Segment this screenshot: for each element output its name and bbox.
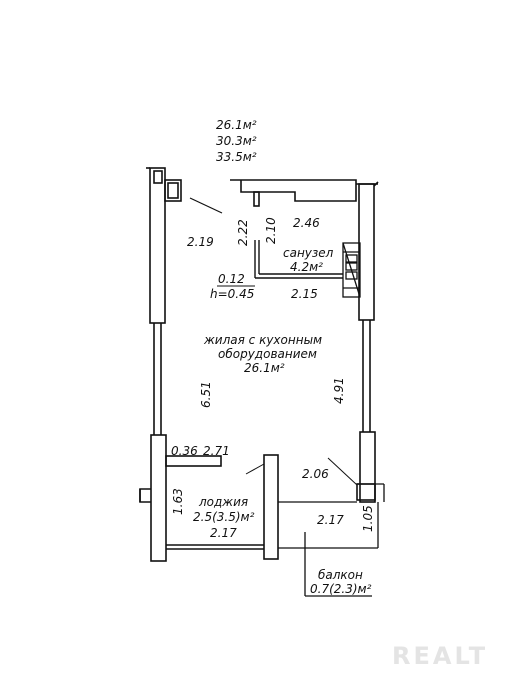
ventilation-shaft [342,242,361,298]
living-room-name-1: жилая с кухонным [203,333,322,347]
svg-text:26.1м²: 26.1м² [216,118,257,132]
dim-height: h=0.45 [210,287,254,301]
bathroom-walls [254,240,343,279]
top-wall [230,179,378,207]
balcony-name: балкон [318,568,363,582]
dim-2-06: 2.06 [302,467,329,481]
balcony-outline [278,483,385,597]
loggia-area: 2.5(3.5)м² [193,510,255,524]
svg-text:33.5м²: 33.5м² [216,150,257,164]
loggia-walls [139,454,279,560]
door-swing-entrance [189,197,223,214]
dim-1-05: 1.05 [361,505,375,532]
dim-2-10: 2.10 [264,217,278,244]
dim-2-71: 2.71 [203,444,230,458]
bathroom-area: 4.2м² [290,260,323,274]
living-room-name-2: оборудованием [218,347,317,361]
dim-2-19: 2.19 [187,235,214,249]
left-wall [146,167,182,562]
dim-2-46: 2.46 [293,216,320,230]
door-swing-loggia [245,463,265,475]
bathroom-name: санузел [283,246,334,260]
dim-0-12: 0.12 [218,272,245,286]
dim-2-15: 2.15 [291,287,318,301]
realt-watermark: REALT [392,642,488,670]
dim-2-17-loggia: 2.17 [210,526,237,540]
dim-2-17-balcony: 2.17 [317,513,344,527]
svg-text:30.3м²: 30.3м² [216,134,257,148]
loggia-name: лоджия [198,495,248,509]
right-wall [356,181,379,503]
dim-1-63: 1.63 [171,488,185,515]
dim-6-51: 6.51 [199,381,213,408]
dim-0-36: 0.36 [171,444,198,458]
dim-4-91: 4.91 [332,377,346,404]
areas-header: 26.1м² 30.3м² 33.5м² [216,118,257,164]
dim-2-22: 2.22 [236,219,250,246]
dimension-line-2-06 [327,457,358,486]
living-room-area: 26.1м² [244,361,285,375]
balcony-area: 0.7(2.3)м² [310,582,372,596]
